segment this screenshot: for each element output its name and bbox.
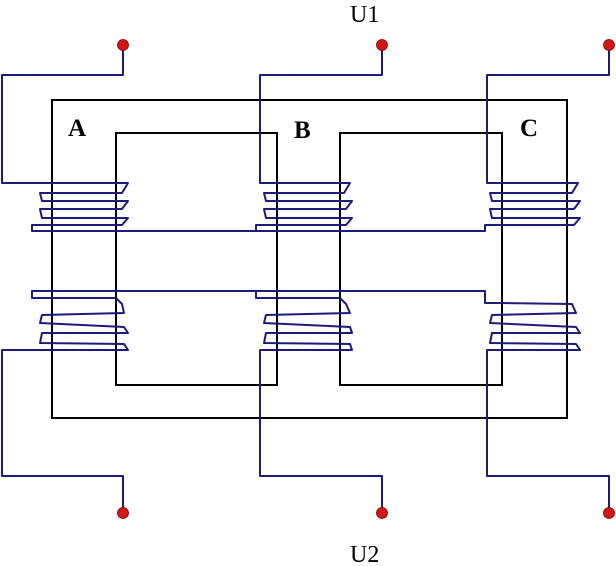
terminal-dot (376, 507, 388, 519)
primary-voltage-label: U1 (350, 2, 379, 28)
secondary-terminals (117, 507, 615, 519)
terminal-dot (376, 39, 388, 51)
magnetic-core (51, 99, 568, 419)
secondary-voltage-label: U2 (350, 542, 379, 566)
secondary-winding-c (115, 290, 610, 513)
primary-terminals (117, 39, 615, 51)
primary-winding-c (115, 44, 610, 232)
secondary-winding-b (255, 290, 383, 513)
core-window-left (115, 132, 278, 386)
secondary-winding-a (1, 290, 129, 513)
primary-winding-b (255, 44, 383, 232)
terminal-dot (117, 507, 129, 519)
core-window-right (339, 132, 503, 386)
terminal-dot (603, 39, 615, 51)
terminal-dot (603, 507, 615, 519)
terminal-dot (117, 39, 129, 51)
phase-label-a: A (68, 115, 86, 142)
primary-winding-a (1, 44, 129, 232)
core-outline (51, 99, 568, 419)
phase-label-b: B (294, 117, 311, 144)
phase-label-c: C (520, 115, 538, 142)
